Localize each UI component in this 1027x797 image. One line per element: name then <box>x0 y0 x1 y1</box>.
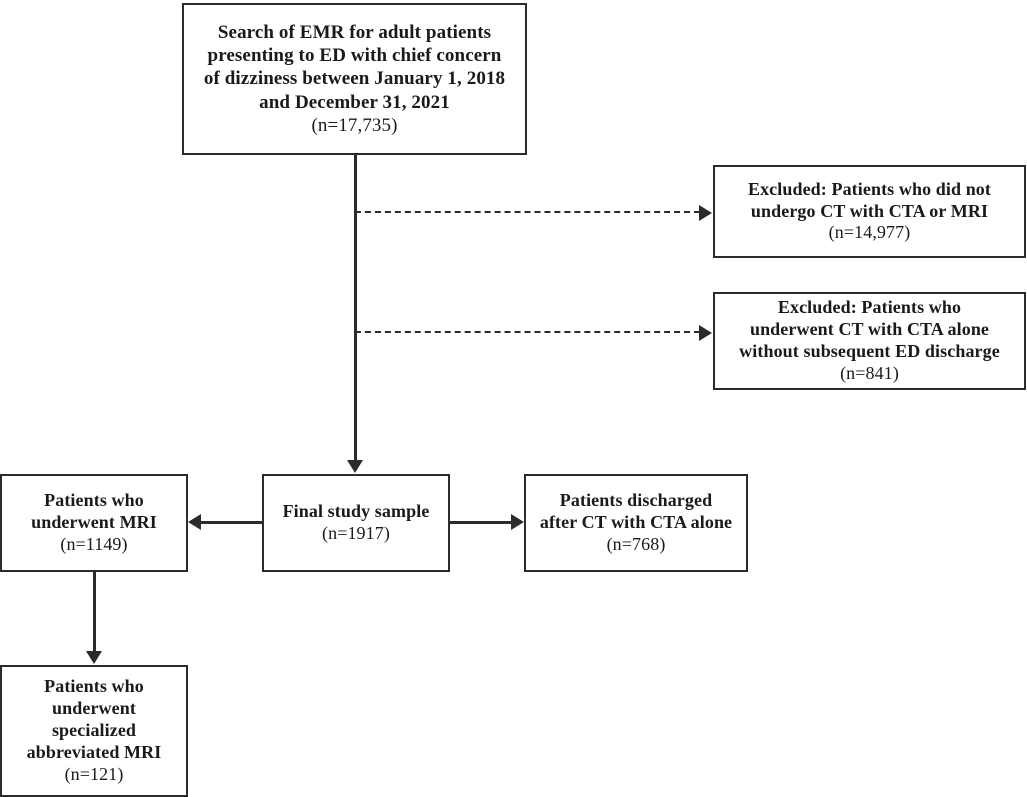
connector-final-to-discharged-line <box>450 521 513 524</box>
node-excluded-2-line-1: Excluded: Patients who <box>777 297 962 318</box>
node-excluded-1-line-1: Excluded: Patients who did not <box>747 178 992 199</box>
node-excluded-2-count: (n=841) <box>840 362 899 383</box>
node-abbrev-count: (n=121) <box>64 763 124 784</box>
node-excluded-1-line-2: undergo CT with CTA or MRI <box>750 200 989 221</box>
node-mri-line-2: underwent MRI <box>31 512 157 533</box>
node-abbrev-line-1: Patients who <box>44 676 144 697</box>
node-source-line-1: Search of EMR for adult patients <box>217 22 492 44</box>
node-abbrev-line-4: abbreviated MRI <box>26 741 162 762</box>
node-final-count: (n=1917) <box>322 523 390 543</box>
arrowhead-right-icon-excluded-2 <box>699 325 712 341</box>
node-discharged-line-2: after CT with CTA alone <box>539 512 733 533</box>
node-excluded-cta-no-discharge: Excluded: Patients who underwent CT with… <box>713 292 1026 390</box>
arrowhead-right-icon-excluded-1 <box>699 205 712 221</box>
arrowhead-down-icon-final <box>347 460 363 473</box>
node-discharged-count: (n=768) <box>606 533 666 554</box>
node-mri-count: (n=1149) <box>60 533 128 554</box>
connector-source-to-excluded-1-line <box>355 211 700 213</box>
node-source-line-2: presenting to ED with chief concern <box>207 45 502 67</box>
arrowhead-left-icon-mri <box>188 514 201 530</box>
node-discharged-line-1: Patients discharged <box>559 490 713 511</box>
connector-mri-to-abbrev-line <box>93 572 96 653</box>
node-patients-underwent-mri: Patients who underwent MRI (n=1149) <box>0 474 188 572</box>
node-excluded-1-count: (n=14,977) <box>828 222 911 243</box>
node-source-line-4: and December 31, 2021 <box>259 91 450 113</box>
node-source-count: (n=17,735) <box>311 114 398 136</box>
node-excluded-2-line-3: without subsequent ED discharge <box>739 341 1000 361</box>
arrowhead-right-icon-discharged <box>511 514 524 530</box>
connector-source-to-final-line <box>354 155 357 462</box>
node-abbrev-line-2: underwent <box>52 698 136 719</box>
node-abbreviated-mri: Patients who underwent specialized abbre… <box>0 665 188 797</box>
node-mri-line-1: Patients who <box>44 490 144 511</box>
node-source-line-3: of dizziness between January 1, 2018 <box>203 68 506 90</box>
node-excluded-no-imaging: Excluded: Patients who did not undergo C… <box>713 165 1026 258</box>
node-final-study-sample: Final study sample (n=1917) <box>262 474 450 572</box>
connector-final-to-mri-line <box>199 521 263 524</box>
node-patients-discharged-after-cta: Patients discharged after CT with CTA al… <box>524 474 748 572</box>
arrowhead-down-icon-abbrev <box>86 651 102 664</box>
connector-source-to-excluded-2-line <box>355 331 700 333</box>
node-final-line-1: Final study sample <box>282 501 430 522</box>
node-source-cohort: Search of EMR for adult patients present… <box>182 3 527 155</box>
node-excluded-2-line-2: underwent CT with CTA alone <box>749 319 990 340</box>
node-abbrev-line-3: specialized <box>51 720 137 741</box>
